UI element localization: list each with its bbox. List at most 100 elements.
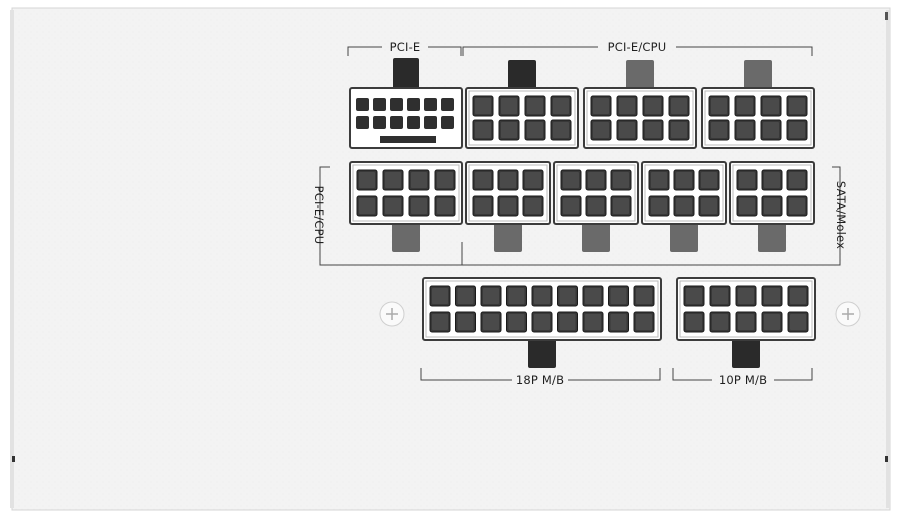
pin-socket-inner [613,172,629,188]
connector-18p-mb [422,277,662,368]
pin-socket-inner [593,122,609,138]
label-18p-mb: 18P M/B [516,373,564,387]
connector-pcie-cpu-2 [583,60,697,149]
pin-socket-inner [411,172,427,188]
sense-pins [380,136,436,143]
pin-socket-inner [500,198,516,214]
pin-socket-inner [686,314,702,330]
pin-socket-inner [559,314,576,330]
mount-tab [885,456,888,462]
socket-inner-rim [586,90,694,146]
connector-10p-mb [676,277,816,368]
pin-socket-inner [711,122,727,138]
pin-socket [424,116,437,129]
pin-socket-inner [739,172,755,188]
latch-tab [392,222,420,252]
mount-tab [885,12,888,20]
pin-socket-inner [534,314,550,330]
pin-socket-inner [737,122,753,138]
pin-socket-inner [610,288,627,304]
pin-socket-inner [588,172,604,188]
bracket-pcie-top [347,46,462,56]
socket-housing [349,161,463,225]
pin-socket-inner [527,98,543,114]
pin-socket-inner [525,198,541,214]
latch-tab [528,338,556,368]
pin-socket-inner [508,314,525,330]
pin-socket [407,116,420,129]
pin-socket-inner [671,122,687,138]
pin-socket [390,98,403,111]
label-pcie-cpu-top: PCI-E/CPU [608,40,667,54]
pin-socket-inner [500,172,516,188]
pin-socket-inner [593,98,609,114]
socket-inner-rim [468,164,548,222]
pin-socket-inner [501,98,517,114]
pin-socket-inner [763,122,779,138]
bracket-pcie-cpu-left [319,166,463,266]
pin-socket-inner [764,172,780,188]
pin-socket-inner [712,288,728,304]
pin-socket-inner [790,314,806,330]
pin-socket-inner [738,288,754,304]
latch-tab [582,222,610,252]
pin-socket-inner [483,314,499,330]
pin-socket-inner [411,198,427,214]
socket-inner-rim [352,164,460,222]
panel-right-edge [886,10,890,508]
socket-inner-rim [644,164,724,222]
pin-socket-inner [359,172,375,188]
pin-socket-inner [525,172,541,188]
bracket-pcie-cpu-top [462,46,813,56]
pin-socket-inner [712,314,728,330]
pin-socket-inner [610,314,627,330]
pin-socket-inner [701,198,717,214]
socket-housing [701,87,815,149]
pin-socket [356,116,369,129]
latch-tab [508,60,536,90]
mount-tab [12,456,15,462]
pin-socket-inner [789,122,805,138]
label-pcie: PCI-E [390,40,421,54]
pin-socket-inner [483,288,499,304]
pin-socket [424,98,437,111]
socket-inner-rim [556,164,636,222]
label-pcie-cpu-left: PCI-E/CPU [312,186,326,245]
pin-socket-inner [432,288,448,304]
latch-tab [732,338,760,368]
connector-pcie-cpu-4 [349,161,463,252]
pin-socket-inner [645,122,661,138]
connector-pcie-cpu-5 [465,161,551,252]
pin-socket-inner [613,198,629,214]
pin-socket-inner [651,198,667,214]
pin-socket-inner [553,122,569,138]
screw-right [835,301,861,327]
pin-socket-inner [711,98,727,114]
pin-socket-inner [457,314,474,330]
pin-socket-inner [789,198,805,214]
pin-socket-inner [764,314,780,330]
socket-inner-rim [679,280,813,338]
connector-pcie-cpu-6 [553,161,639,252]
pin-socket-inner [619,98,635,114]
pin-socket-inner [359,198,375,214]
label-brackets [319,46,841,381]
pin-socket-inner [432,314,448,330]
screw-left [379,301,405,327]
connector-sata-molex-1 [641,161,727,252]
bracket-sata-right [462,166,841,266]
pin-socket-inner [475,122,491,138]
latch-tab [670,222,698,252]
pin-socket-inner [585,314,601,330]
pin-socket [441,116,454,129]
latch-tab [626,60,654,90]
pin-socket-inner [764,198,780,214]
pin-socket-inner [588,198,604,214]
pin-socket-inner [645,98,661,114]
latch-tab [494,222,522,252]
bracket-mb18 [420,368,661,381]
pin-socket-inner [701,172,717,188]
pin-socket-inner [764,288,780,304]
pin-socket-inner [437,198,453,214]
